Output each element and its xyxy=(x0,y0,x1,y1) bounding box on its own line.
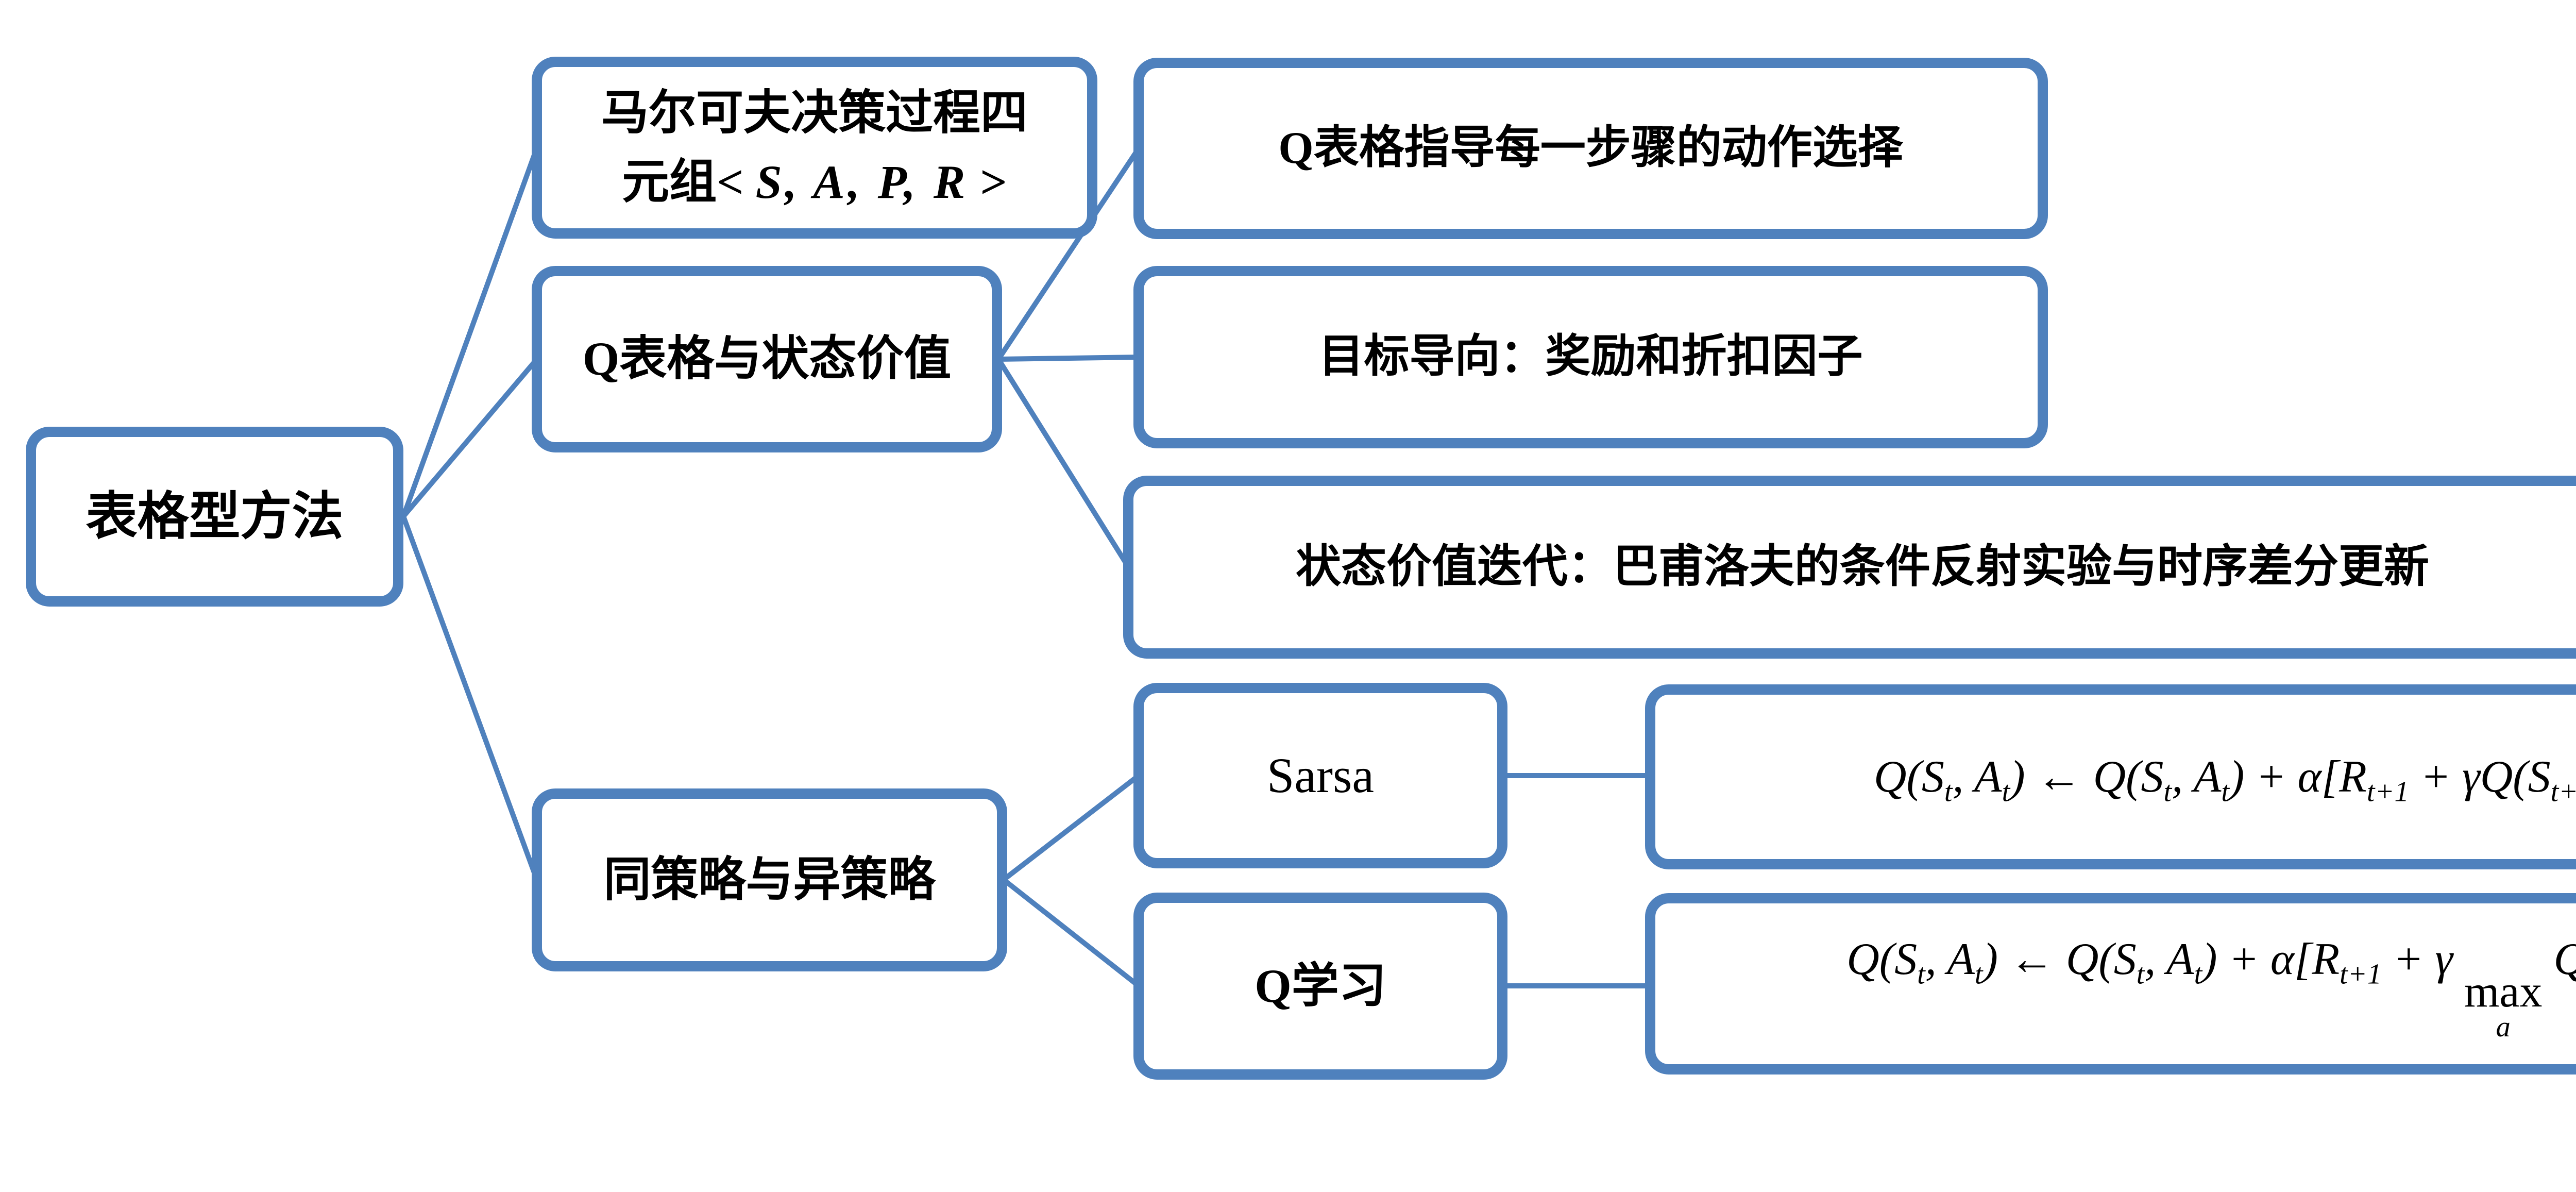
node-qtable-action-selection: Q表格指导每一步骤的动作选择 xyxy=(1133,58,2048,239)
qlearning-label: Q学习 xyxy=(1255,959,1386,1012)
sarsa-formula-text: Q(St, At) ← Q(St, At) + α[Rt+1 + γQ(St+1… xyxy=(1873,751,2576,808)
connector-qtable-child3 xyxy=(996,357,1131,569)
node-root: 表格型方法 xyxy=(26,427,403,607)
node-mdp-tuple: 马尔可夫决策过程四元组< S, A, P, R > xyxy=(532,57,1097,239)
qtable-child1-label: Q表格指导每一步骤的动作选择 xyxy=(1278,123,1903,174)
connector-policy-sarsa xyxy=(1001,773,1141,882)
connector-root-qtable xyxy=(401,357,539,519)
mdp-tuple-symbols: S, A, P, R xyxy=(755,155,969,208)
qtable-child3-label: 状态价值迭代：巴甫洛夫的条件反射实验与时序差分更新 xyxy=(1295,542,2429,592)
qtable-child2-label: 目标导向：奖励和折扣因子 xyxy=(1318,332,1863,382)
node-sarsa-formula: Q(St, At) ← Q(St, At) + α[Rt+1 + γQ(St+1… xyxy=(1645,684,2576,869)
sarsa-label: Sarsa xyxy=(1267,748,1374,803)
policy-label: 同策略与异策略 xyxy=(603,853,936,906)
root-label: 表格型方法 xyxy=(86,488,344,545)
node-sarsa: Sarsa xyxy=(1133,683,1507,868)
mdp-tuple-label: 马尔可夫决策过程四元组< S, A, P, R > xyxy=(601,87,1028,208)
node-state-value-iteration: 状态价值迭代：巴甫洛夫的条件反射实验与时序差分更新 xyxy=(1123,476,2576,659)
connector-root-policy xyxy=(401,514,539,882)
connector-policy-qlearning xyxy=(1001,877,1141,988)
connector-root-mdp xyxy=(401,145,539,519)
node-qtable-state-value: Q表格与状态价值 xyxy=(532,266,1002,452)
connector-qtable-child1 xyxy=(996,146,1141,362)
node-goal-oriented: 目标导向：奖励和折扣因子 xyxy=(1133,266,2048,448)
qtable-label: Q表格与状态价值 xyxy=(582,332,952,385)
connector-qtable-child2 xyxy=(996,355,1141,362)
node-on-off-policy: 同策略与异策略 xyxy=(532,788,1007,971)
node-qlearning: Q学习 xyxy=(1133,893,1507,1080)
